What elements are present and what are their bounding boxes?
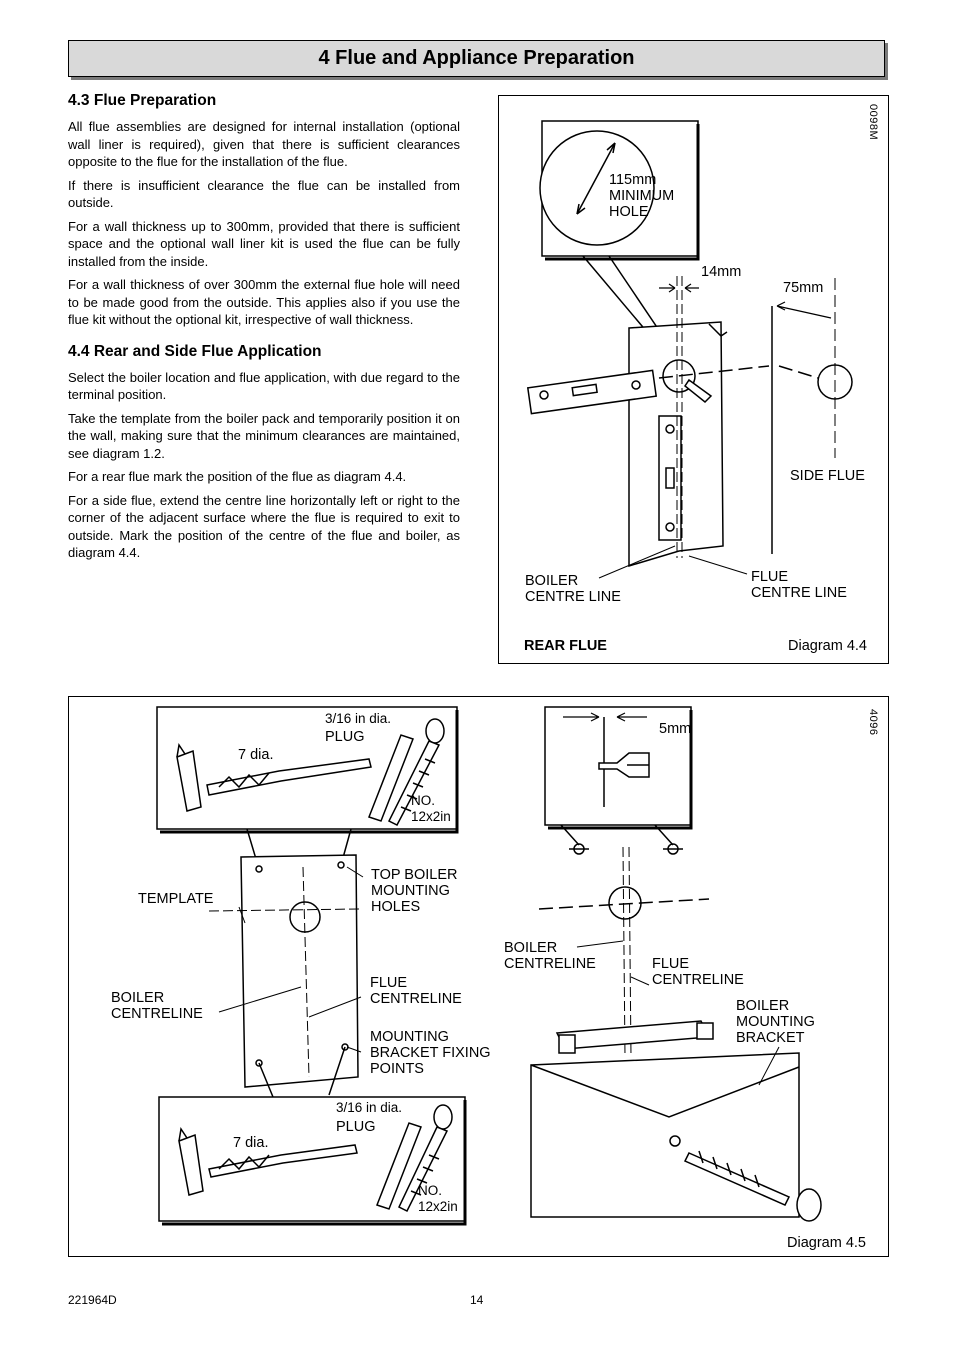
boiler-centreline-right-label: BOILER CENTRELINE — [504, 940, 596, 972]
text-column: 4.3 Flue Preparation All flue assemblies… — [68, 92, 460, 568]
paragraph: For a wall thickness up to 300mm, provid… — [68, 218, 460, 269]
dim-75mm-label: 75mm — [783, 280, 824, 296]
bottom-dia-label: 3/16 in dia. — [336, 1100, 403, 1115]
section-heading-4-3: 4.3 Flue Preparation — [68, 92, 217, 109]
top-screw-label: NO. 12x2in — [411, 793, 451, 824]
top-drill-label: 7 dia. — [238, 747, 274, 763]
top-boiler-holes-label: TOP BOILER MOUNTING HOLES — [371, 867, 458, 915]
flue-centreline-right-label: FLUE CENTRELINE — [652, 956, 744, 988]
boiler-centreline-left-label: BOILER CENTRELINE — [111, 990, 203, 1022]
diagram-code: 4096 — [867, 709, 879, 736]
paragraph: All flue assemblies are designed for int… — [68, 119, 460, 169]
flue-centreline-left-label: FLUE CENTRELINE — [370, 975, 462, 1007]
bottom-plug-label: PLUG — [336, 1119, 376, 1135]
paragraph: For a rear flue mark the position of the… — [68, 469, 407, 484]
diagram-caption: Diagram 4.4 — [788, 638, 867, 654]
document-number: 221964D — [68, 1293, 117, 1307]
paragraph: For a side flue, extend the centre line … — [68, 492, 460, 561]
side-flue-label: SIDE FLUE — [790, 468, 865, 484]
diagram-4-4: 0098M 115mm MINIMUM HOLE 14mm 75mm SIDE … — [498, 95, 889, 664]
bottom-screw-label: NO. 12x2in — [418, 1183, 458, 1214]
flue-centre-line-label: FLUE CENTRE LINE — [751, 569, 847, 601]
page-title: 4 Flue and Appliance Preparation — [318, 47, 635, 69]
dim-5mm-label: 5mm — [659, 721, 692, 737]
top-dia-label: 3/16 in dia. — [325, 711, 392, 726]
rear-flue-label: REAR FLUE — [524, 638, 607, 654]
paragraph: Select the boiler location and flue appl… — [68, 369, 460, 403]
bottom-drill-label: 7 dia. — [233, 1135, 269, 1151]
paragraph: Take the template from the boiler pack a… — [68, 410, 460, 461]
boiler-mounting-bracket-label: BOILER MOUNTING BRACKET — [736, 998, 815, 1046]
diagram-code: 0098M — [867, 104, 879, 141]
template-label: TEMPLATE — [138, 891, 214, 907]
mounting-points-label: MOUNTING BRACKET FIXING POINTS — [370, 1029, 491, 1077]
hole-size-label: 115mm MINIMUM HOLE — [609, 172, 675, 220]
rear-flue-illustration — [526, 120, 853, 579]
paragraph: If there is insufficient clearance the f… — [68, 177, 460, 211]
top-plug-label: PLUG — [325, 729, 365, 745]
diagram-caption: Diagram 4.5 — [787, 1235, 866, 1251]
paragraph: For a wall thickness of over 300mm the e… — [68, 277, 460, 327]
section-heading-4-4: 4.4 Rear and Side Flue Application — [68, 342, 322, 360]
page-number: 14 — [470, 1293, 484, 1307]
template-fixing-illustration — [156, 706, 822, 1226]
diagram-4-5: 4096 3/16 in dia. PLUG 7 dia. NO. 12x2in… — [68, 696, 889, 1257]
dim-14mm-label: 14mm — [701, 264, 742, 280]
section-banner: 4 Flue and Appliance Preparation — [68, 40, 885, 77]
boiler-centre-line-label: BOILER CENTRE LINE — [525, 573, 621, 605]
